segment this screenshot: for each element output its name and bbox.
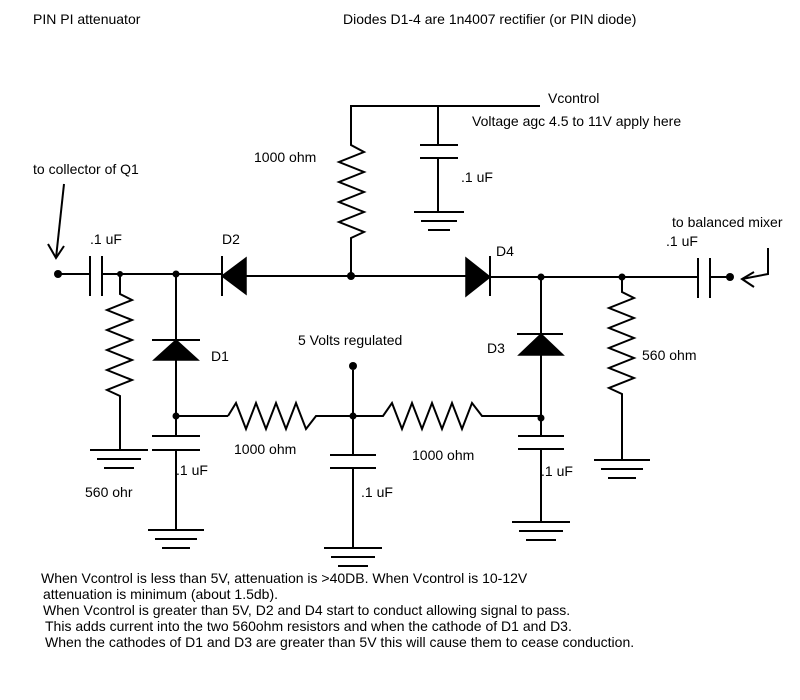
output-shunt-resistor-label: 560 ohm — [642, 347, 696, 363]
vcontrol-resistor — [336, 130, 367, 274]
output-arrow — [740, 248, 769, 288]
ground-symbol — [414, 211, 464, 231]
note-line: When Vcontrol is greater than 5V, D2 and… — [43, 602, 571, 618]
five-volts-label: 5 Volts regulated — [298, 332, 402, 348]
input-shunt-resistor — [104, 274, 135, 450]
input-label: to collector of Q1 — [33, 161, 139, 177]
input-shunt-resistor-label: 560 ohr — [85, 484, 133, 500]
d3-bypass-capacitor — [518, 418, 564, 522]
diode-d1 — [152, 274, 200, 416]
bias-resistor-right-label: 1000 ohm — [412, 447, 474, 463]
vcontrol-capacitor — [420, 144, 458, 212]
note-line: attenuation is minimum (about 1.5db). — [43, 586, 279, 602]
ground-symbol — [594, 459, 650, 479]
d1-bypass-capacitor-label: .1 uF — [176, 462, 208, 478]
output-shunt-resistor — [606, 277, 637, 460]
ground-symbol — [512, 521, 570, 541]
output-terminal — [726, 273, 734, 281]
bias-resistor-left-label: 1000 ohm — [234, 441, 296, 457]
vcontrol-resistor-label: 1000 ohm — [254, 149, 316, 165]
vcontrol-capacitor-label: .1 uF — [461, 169, 493, 185]
d1-bypass-capacitor — [152, 416, 200, 530]
five-volts-bypass-capacitor-label: .1 uF — [361, 484, 393, 500]
diode-d3-label: D3 — [487, 340, 505, 356]
diode-d1-label: D1 — [211, 348, 229, 364]
diode-d2 — [220, 256, 351, 296]
diode-d2-label: D2 — [222, 231, 240, 247]
vcontrol-label: Vcontrol — [548, 90, 599, 106]
output-capacitor-label: .1 uF — [666, 233, 698, 249]
five-volts-terminal — [349, 362, 357, 370]
note-line: When the cathodes of D1 and D3 are great… — [45, 634, 635, 650]
output-capacitor — [697, 258, 730, 298]
d3-bypass-capacitor-label: .1 uF — [541, 463, 573, 479]
output-label: to balanced mixer — [672, 214, 783, 230]
explanation-notes: When Vcontrol is less than 5V, attenuati… — [41, 570, 781, 650]
input-arrow — [47, 183, 65, 260]
ground-symbol — [90, 449, 148, 469]
note-line: This adds current into the two 560ohm re… — [45, 618, 572, 634]
diode-d4 — [351, 256, 492, 298]
diodes-note: Diodes D1-4 are 1n4007 rectifier (or PIN… — [343, 11, 636, 27]
note-line: When Vcontrol is less than 5V, attenuati… — [41, 570, 528, 586]
input-capacitor-label: .1 uF — [90, 231, 122, 247]
ground-symbol — [324, 547, 382, 567]
ground-symbol — [148, 529, 204, 549]
five-volts-bypass-capacitor — [330, 416, 376, 548]
input-capacitor — [89, 256, 103, 296]
vcontrol-wire — [350, 105, 540, 145]
vcontrol-note: Voltage agc 4.5 to 11V apply here — [472, 113, 681, 129]
bias-resistor-left — [227, 400, 353, 432]
bias-resistor-right — [353, 400, 541, 432]
title-label: PIN PI attenuator — [33, 11, 141, 27]
diode-d4-label: D4 — [496, 243, 514, 259]
diode-d3 — [517, 277, 565, 418]
